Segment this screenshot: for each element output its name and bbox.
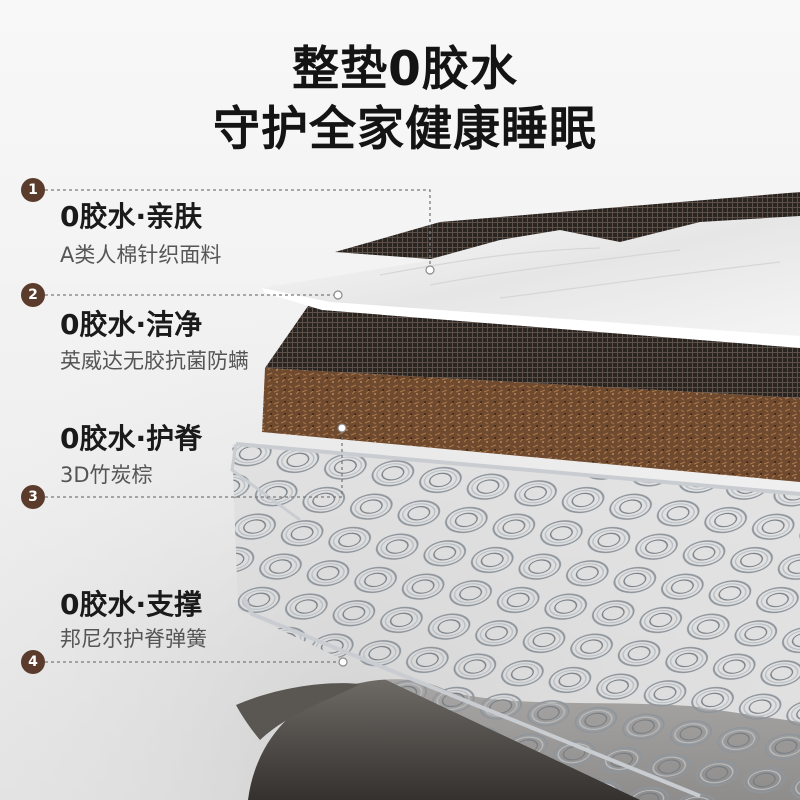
palm-layer-top xyxy=(265,306,800,398)
driftwood-branch xyxy=(236,683,360,740)
palm-layer-front xyxy=(262,368,800,482)
woven-border-back xyxy=(335,192,800,262)
layer-subtitle-4: 邦尼尔护脊弹簧 xyxy=(60,627,207,651)
layer-marker-4: 4 xyxy=(21,650,45,674)
spring-frame-top xyxy=(235,442,800,496)
leader-dot-3 xyxy=(337,423,347,433)
layer-heading-3: 0胶水·护脊 xyxy=(60,422,203,455)
spring-frame-left xyxy=(230,443,301,522)
leader-line-1 xyxy=(45,189,431,266)
layer-marker-3: 3 xyxy=(21,485,45,509)
layer-subtitle-3: 3D竹炭棕 xyxy=(60,463,153,487)
quilt-lines xyxy=(379,247,781,299)
layer-heading-1: 0胶水·亲肤 xyxy=(60,200,203,233)
layer-heading-4: 0胶水·支撑 xyxy=(60,588,203,621)
layer-marker-1: 1 xyxy=(21,178,45,202)
leader-dot-4 xyxy=(338,657,348,667)
layer-subtitle-2: 英威达无胶抗菌防螨 xyxy=(60,349,249,373)
layer-subtitle-1: A类人棉针织面料 xyxy=(60,243,222,267)
quilted-edge-band xyxy=(262,288,800,348)
spring-unit xyxy=(232,445,800,800)
spring-frame-bottom xyxy=(242,597,701,798)
leader-line-3 xyxy=(45,432,343,498)
leader-lines xyxy=(45,189,431,663)
quilted-top-fabric xyxy=(262,216,800,336)
leader-dot-1 xyxy=(425,265,435,275)
leader-dot-2 xyxy=(333,290,343,300)
layer-marker-2: 2 xyxy=(21,283,45,307)
page-title-line-2: 守护全家健康睡眠 xyxy=(213,102,597,157)
page-title-line-1: 整垫0胶水 xyxy=(292,42,518,97)
layer-heading-2: 0胶水·洁净 xyxy=(60,308,203,341)
